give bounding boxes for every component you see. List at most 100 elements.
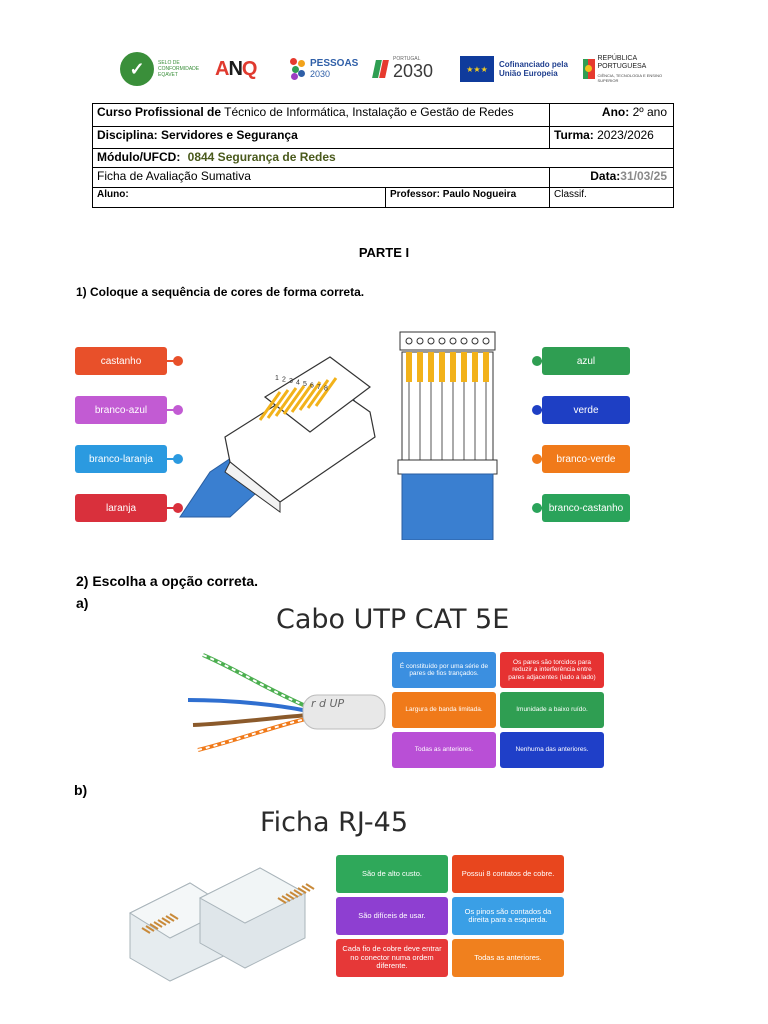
q1-figure: castanho branco-azul branco-laranja laranja… bbox=[70, 322, 640, 542]
contact-hole bbox=[460, 337, 468, 345]
anqep-letter: N bbox=[228, 57, 242, 80]
q2b-figure: Ficha RJ-45 São de alto custo.Possui 8 c… bbox=[120, 805, 570, 985]
answer-option[interactable]: É constituído por uma série de pares de … bbox=[392, 652, 496, 688]
seal-check-icon: ✓ bbox=[120, 52, 154, 86]
contact-hole bbox=[416, 337, 424, 345]
front-pin bbox=[428, 352, 434, 382]
q2b-figure-title: Ficha RJ-45 bbox=[260, 807, 409, 838]
modulo-cell: Módulo/UFCD: 0844 Segurança de Redes bbox=[92, 148, 674, 168]
plug-contact bbox=[285, 893, 295, 900]
color-tag-castanho[interactable]: castanho bbox=[75, 347, 167, 375]
turma-cell: Turma: 2023/2026 bbox=[549, 126, 674, 149]
republica-portuguesa-logo: REPÚBLICA PORTUGUESA CIÊNCIA, TECNOLOGIA… bbox=[583, 44, 673, 94]
answer-option[interactable]: São difíceis de usar. bbox=[336, 897, 448, 935]
question-2a-label: a) bbox=[76, 595, 89, 611]
tag-connector-line bbox=[167, 458, 175, 460]
pin-number-label: 7 bbox=[317, 384, 321, 391]
pessoas-year: 2030 bbox=[310, 69, 331, 79]
tag-connector-line bbox=[167, 507, 175, 509]
tag-connector-dot[interactable] bbox=[173, 503, 183, 513]
data-cell: Data:31/03/25 bbox=[549, 167, 674, 188]
pessoas-title: PESSOAS bbox=[310, 58, 359, 69]
pt2030-year: 2030 bbox=[393, 61, 434, 81]
tag-connector-dot[interactable] bbox=[173, 454, 183, 464]
front-pin bbox=[472, 352, 478, 382]
turma-value: 2023/2026 bbox=[597, 128, 654, 142]
question-2-text: 2) Escolha a opção correta. bbox=[76, 573, 259, 589]
portugal-2030-logo: PORTUGAL 2030 bbox=[372, 44, 447, 94]
question-2b-label: b) bbox=[74, 782, 88, 798]
seal-text: SELO DE CONFORMIDADE EQAVET bbox=[158, 60, 200, 78]
pt2030-small: PORTUGAL bbox=[393, 56, 421, 62]
plug-contact bbox=[305, 883, 315, 890]
color-tag-laranja[interactable]: laranja bbox=[75, 494, 167, 522]
answer-option[interactable]: Largura de banda limitada. bbox=[392, 692, 496, 728]
turma-label: Turma: bbox=[554, 128, 594, 142]
connector-pin bbox=[290, 383, 314, 413]
utp-cable-drawing: r d UP bbox=[187, 653, 386, 752]
modulo-label: Módulo/UFCD: bbox=[97, 150, 181, 164]
color-tag-verde[interactable]: verde bbox=[542, 396, 630, 424]
plug-contact bbox=[165, 915, 175, 922]
plug-contact bbox=[277, 897, 287, 904]
plug-contact bbox=[153, 921, 163, 928]
contact-hole bbox=[482, 337, 490, 345]
q2a-figure: Cabo UTP CAT 5E r d UP É constituído por… bbox=[178, 600, 610, 778]
answer-option[interactable]: Cada fio de cobre deve entrar no conecto… bbox=[336, 939, 448, 977]
ano-value: 2º ano bbox=[632, 105, 667, 119]
aluno-cell[interactable]: Aluno: bbox=[92, 187, 386, 208]
anqep-logo: ANQ bbox=[215, 44, 285, 94]
color-tag-azul[interactable]: azul bbox=[542, 347, 630, 375]
rp-sub: CIÊNCIA, TECNOLOGIA E ENSINO SUPERIOR bbox=[597, 73, 663, 83]
tag-connector-dot[interactable] bbox=[173, 405, 183, 415]
plug-contact bbox=[141, 927, 151, 934]
q2a-figure-title: Cabo UTP CAT 5E bbox=[276, 604, 510, 635]
tag-connector-dot[interactable] bbox=[532, 503, 542, 513]
contact-hole bbox=[438, 337, 446, 345]
front-pin bbox=[439, 352, 445, 382]
front-pin bbox=[406, 352, 412, 382]
contact-hole bbox=[427, 337, 435, 345]
tag-connector-dot[interactable] bbox=[532, 454, 542, 464]
tag-connector-dot[interactable] bbox=[173, 356, 183, 366]
answer-option[interactable]: Imunidade a baixo ruído. bbox=[500, 692, 604, 728]
plug-contact bbox=[293, 889, 303, 896]
color-tag-branco-castanho[interactable]: branco-castanho bbox=[542, 494, 630, 522]
pin-number-label: 6 bbox=[310, 383, 314, 390]
connector-pin bbox=[282, 385, 306, 415]
pt-flag-icon bbox=[372, 58, 390, 80]
tag-connector-line bbox=[167, 360, 175, 362]
ano-label: Ano: bbox=[601, 105, 630, 119]
connector-pin bbox=[314, 377, 338, 407]
eu-line2: União Europeia bbox=[499, 69, 558, 78]
tag-connector-dot[interactable] bbox=[532, 356, 542, 366]
answer-option[interactable]: Possui 8 contatos de cobre. bbox=[452, 855, 564, 893]
modulo-value: 0844 Segurança de Redes bbox=[187, 150, 336, 164]
front-pin bbox=[417, 352, 423, 382]
classif-cell[interactable]: Classif. bbox=[549, 187, 674, 208]
header-info-table: Curso Profissional de Técnico de Informá… bbox=[92, 103, 674, 208]
ano-cell: Ano: 2º ano bbox=[549, 103, 674, 127]
contact-hole bbox=[471, 337, 479, 345]
color-tag-branco-laranja[interactable]: branco-laranja bbox=[75, 445, 167, 473]
eu-flag-icon: ★★★ bbox=[460, 56, 494, 82]
tag-connector-dot[interactable] bbox=[532, 405, 542, 415]
connector-pin bbox=[274, 387, 298, 417]
answer-option[interactable]: São de alto custo. bbox=[336, 855, 448, 893]
pin-number-label: 5 bbox=[303, 381, 307, 388]
connector-pin bbox=[266, 389, 290, 419]
rp-emblem-icon bbox=[583, 59, 595, 79]
anqep-letter: A bbox=[215, 57, 229, 80]
answer-option[interactable]: Os pares são torcidos para reduzir a int… bbox=[500, 652, 604, 688]
connector-pin bbox=[258, 391, 282, 421]
disciplina-cell: Disciplina: Servidores e Segurança bbox=[92, 126, 550, 149]
answer-option[interactable]: Todas as anteriores. bbox=[452, 939, 564, 977]
eu-line1: Cofinanciado pela bbox=[499, 60, 568, 69]
color-tag-branco-verde[interactable]: branco-verde bbox=[542, 445, 630, 473]
answer-option[interactable]: Todas as anteriores. bbox=[392, 732, 496, 768]
pin-number-label: 2 bbox=[282, 377, 286, 384]
color-tag-branco-azul[interactable]: branco-azul bbox=[75, 396, 167, 424]
answer-option[interactable]: Nenhuma das anteriores. bbox=[500, 732, 604, 768]
answer-option[interactable]: Os pinos são contados da direita para a … bbox=[452, 897, 564, 935]
plug-contact bbox=[281, 895, 291, 902]
